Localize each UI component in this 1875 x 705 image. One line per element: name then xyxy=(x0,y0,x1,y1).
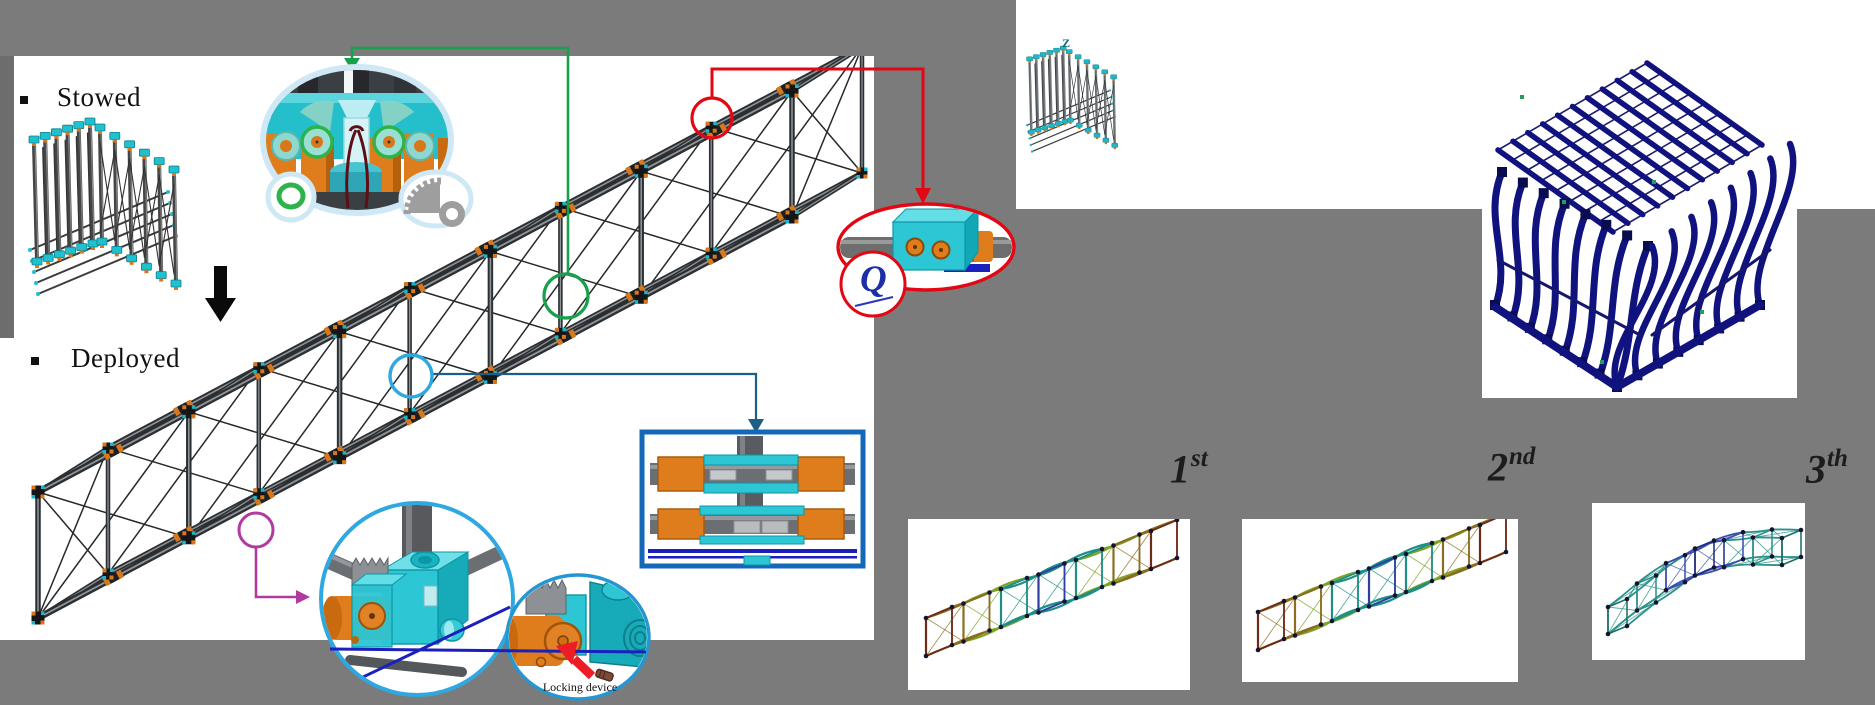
stowed-truss-drawing xyxy=(28,117,182,296)
mode-shape-2 xyxy=(1255,519,1509,653)
locking-device-detail-inset xyxy=(329,573,651,701)
magenta-callout-ring xyxy=(237,511,275,549)
lock-pin xyxy=(595,668,614,682)
stowed-label: Stowed xyxy=(57,82,141,112)
stowed-bullet xyxy=(20,96,28,104)
blue-callout-arrow xyxy=(388,353,764,433)
green-callout-arrow xyxy=(344,46,590,320)
mode-3-label: 3th xyxy=(1806,445,1848,492)
mode-shape-3 xyxy=(1605,527,1804,637)
panel-deployment-figure-lower-ext xyxy=(0,338,14,640)
corner-joint-detail-inset xyxy=(319,501,515,697)
hinge-detail-inset xyxy=(260,64,474,229)
deployed-truss-drawing xyxy=(31,56,868,625)
rod-hinge-detail-inset xyxy=(836,202,1016,318)
red-callout-ring xyxy=(690,96,734,140)
blue-callout-ring xyxy=(388,353,434,399)
q-marker: Q xyxy=(860,259,887,300)
locking-device-label: Locking device xyxy=(542,680,618,694)
green-ring-icon xyxy=(265,171,317,223)
q-marker-circle xyxy=(839,250,907,318)
mode-2-label: 2nd xyxy=(1488,443,1536,490)
left-edge-strip xyxy=(0,56,14,338)
deployed-bullet xyxy=(31,357,39,365)
down-arrow-icon xyxy=(205,266,236,322)
magenta-callout-arrow xyxy=(237,511,310,604)
mode-1-label: 1st xyxy=(1170,445,1208,492)
green-callout-ring xyxy=(542,272,590,320)
blue-cable-line xyxy=(329,647,647,654)
z-axis-label: Z xyxy=(1062,36,1071,50)
deployed-label: Deployed xyxy=(71,343,180,373)
red-callout-arrow xyxy=(690,67,931,204)
gear-icon xyxy=(398,169,474,229)
fea-buckled-structure xyxy=(1490,60,1797,392)
red-lock-arrow xyxy=(556,641,596,680)
mode-shape-1 xyxy=(923,519,1180,659)
small-stowed-truss-drawing xyxy=(1026,45,1119,153)
slider-detail-inset xyxy=(639,429,866,569)
